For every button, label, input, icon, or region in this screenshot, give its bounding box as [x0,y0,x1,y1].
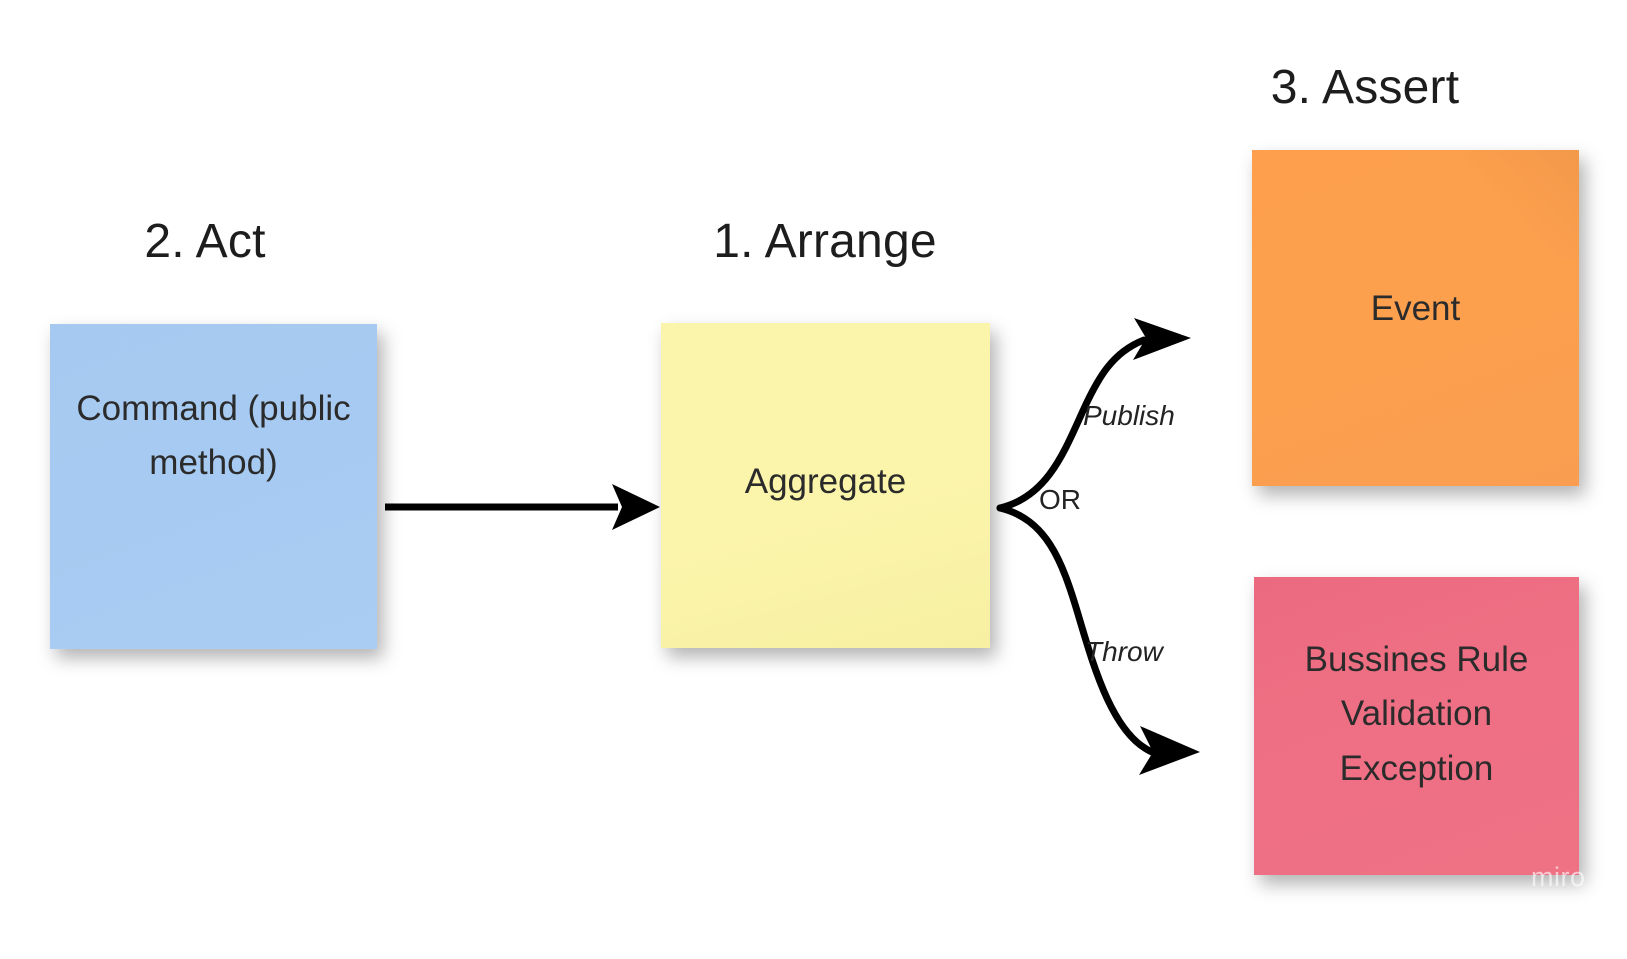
section-heading-assert: 3. Assert [1270,61,1460,114]
section-heading-arrange: 1. Arrange [713,215,937,268]
edge-label-publish: Publish [1083,400,1175,431]
arrowhead-icon [1139,726,1200,775]
section-heading-act: 2. Act [144,215,266,268]
connector-command-to-aggregate [385,484,660,530]
miro-watermark: miro [1531,862,1586,892]
arrowhead-icon [1133,318,1191,360]
sticky-note-exception[interactable]: Bussines Rule Validation Exception [1254,577,1579,875]
sticky-note-event-label: Event [1370,289,1461,328]
sticky-note-event[interactable]: Event [1252,150,1579,486]
edge-label-or: OR [1039,484,1081,515]
sticky-note-exception-label: Bussines Rule Validation Exception [1304,640,1529,788]
arrowhead-icon [612,484,660,530]
sticky-note-aggregate[interactable]: Aggregate [661,323,990,648]
edge-label-throw: Throw [1085,636,1163,667]
sticky-note-command-label: Command (public method) [76,389,351,483]
sticky-note-aggregate-label: Aggregate [744,462,907,502]
sticky-note-command[interactable]: Command (public method) [50,324,377,649]
connector-curve [996,504,1156,756]
